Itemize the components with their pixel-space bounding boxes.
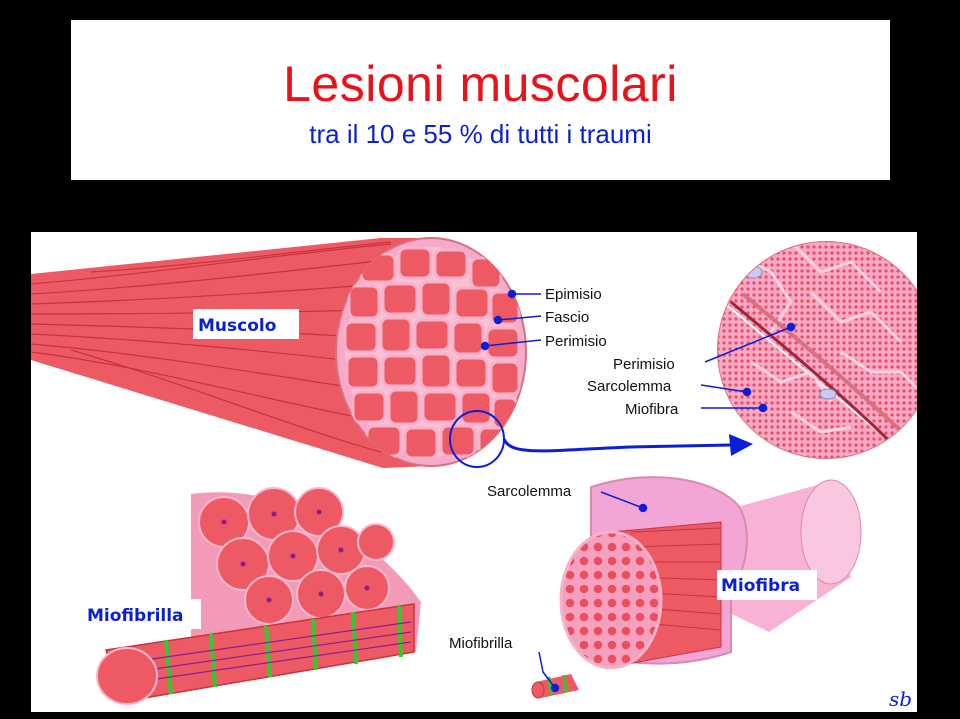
zoom-label-perimisio: Perimisio xyxy=(613,356,675,373)
fiber-label-sarcolemma: Sarcolemma xyxy=(487,483,572,500)
label-perimisio: Perimisio xyxy=(545,333,607,350)
title-card: Lesioni muscolari tra il 10 e 55 % di tu… xyxy=(71,20,890,180)
label-miofibrilla: Miofibrilla xyxy=(87,606,184,626)
muscle-cross-section xyxy=(335,237,527,468)
signature-sb: sb xyxy=(889,687,912,711)
zoom-arrowhead xyxy=(729,434,753,456)
zoom-arrow xyxy=(502,438,732,453)
fiber-label-miofibrilla: Miofibrilla xyxy=(449,635,513,652)
label-muscolo: Muscolo xyxy=(198,316,276,336)
miofibra-label-box: Miofibra xyxy=(717,570,817,600)
label-miofibra: Miofibra xyxy=(721,576,800,596)
muscle-anatomy-figure: Epimisio Fascio Perimisio Muscolo xyxy=(31,232,917,712)
slide-subtitle: tra il 10 e 55 % di tutti i traumi xyxy=(309,119,652,149)
muscle-fiber xyxy=(531,476,862,699)
muscolo-label-box: Muscolo xyxy=(193,309,299,339)
zoom-pointers xyxy=(700,322,796,413)
zoom-detail xyxy=(717,241,917,459)
zoom-label-sarcolemma: Sarcolemma xyxy=(587,378,672,395)
label-fascio: Fascio xyxy=(545,309,589,326)
label-epimisio: Epimisio xyxy=(545,286,602,303)
slide-title: Lesioni muscolari xyxy=(283,56,678,112)
muscle-pointers xyxy=(480,289,542,351)
muscle-anatomy-svg: Epimisio Fascio Perimisio Muscolo xyxy=(31,237,917,711)
myofibril-bundle xyxy=(96,487,421,705)
zoom-label-miofibra: Miofibra xyxy=(625,401,679,418)
fiber-pointers xyxy=(538,491,648,693)
muscle-belly xyxy=(31,238,431,468)
miofibrilla-label-box: Miofibrilla xyxy=(83,599,201,629)
